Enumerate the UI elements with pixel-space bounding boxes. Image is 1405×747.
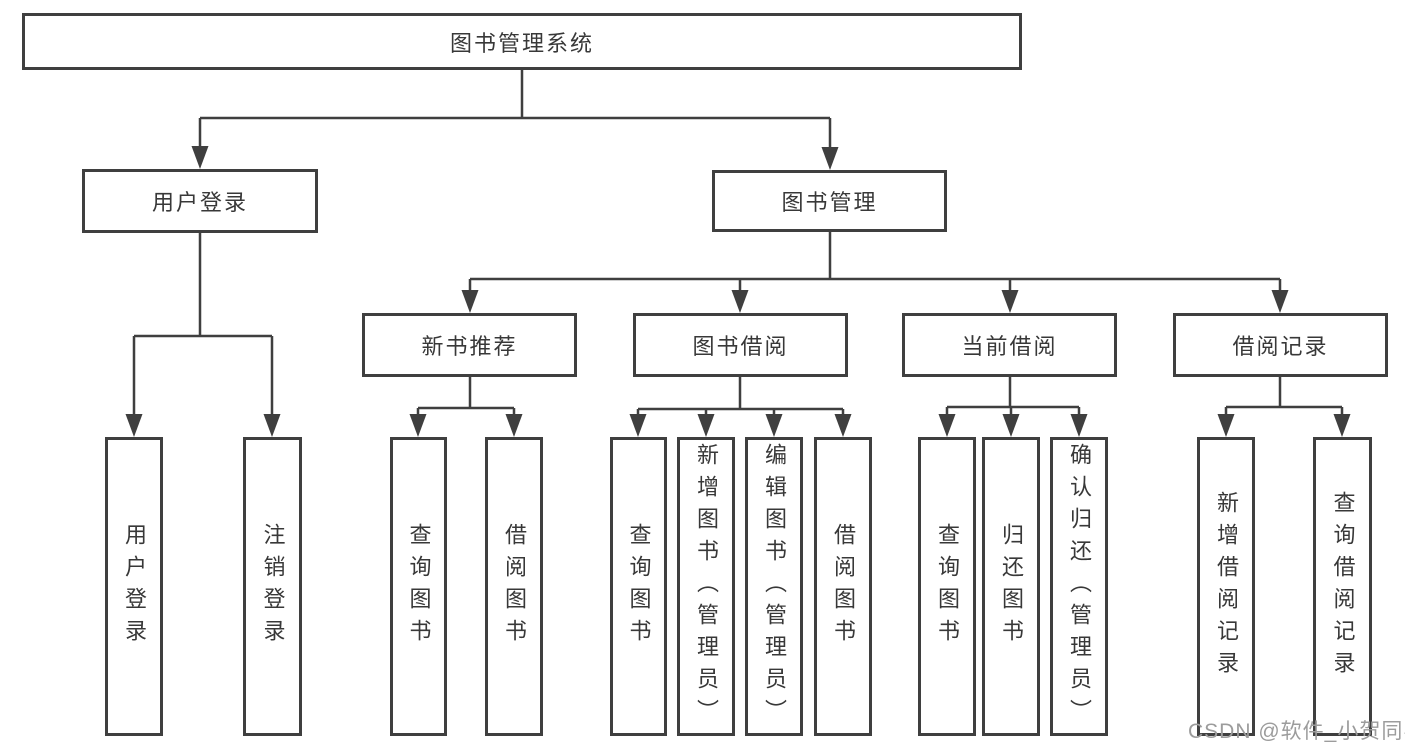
arrowheads [125,146,1351,437]
leaf-confirm-return-admin: 确认归还（管理员） [1050,437,1108,736]
leaf-label: 借阅图书 [831,522,856,651]
node-label: 图书管理 [781,190,878,215]
node-label: 用户登录 [151,190,248,215]
leaf-add-books-admin: 新增图书（管理员） [677,437,735,736]
leaf-label: 查询图书 [935,522,960,651]
leaf-query-books-borrow: 查询图书 [610,437,667,736]
leaf-label: 查询图书 [626,522,652,651]
leaf-label: 注销登录 [260,522,286,651]
node-label: 新书推荐 [421,334,518,359]
node-label: 图书管理系统 [449,30,594,56]
leaf-label: 归还图书 [999,522,1024,651]
node-book-borrowing: 图书借阅 [633,313,848,377]
leaf-label: 编辑图书（管理员） [762,442,787,731]
leaf-query-borrow-record: 查询借阅记录 [1313,437,1372,736]
leaf-return-books: 归还图书 [982,437,1040,736]
leaf-add-borrow-record: 新增借阅记录 [1197,437,1255,736]
leaf-query-books-current: 查询图书 [918,437,976,736]
leaf-edit-books-admin: 编辑图书（管理员） [745,437,803,736]
leaf-query-books-recommend: 查询图书 [390,437,447,736]
leaf-label: 查询图书 [406,522,432,651]
node-label: 图书借阅 [692,334,789,359]
node-label: 当前借阅 [961,334,1058,359]
leaf-label: 借阅图书 [502,522,527,651]
leaf-borrow-books: 借阅图书 [814,437,872,736]
leaf-label: 新增借阅记录 [1214,490,1239,683]
node-book-management: 图书管理 [712,170,947,232]
leaf-borrow-books-recommend: 借阅图书 [485,437,543,736]
leaf-label: 确认归还（管理员） [1067,442,1092,731]
node-borrowing-records: 借阅记录 [1173,313,1388,377]
csdn-watermark: CSDN @软件_小贺同学 [1188,720,1405,743]
node-label: 借阅记录 [1232,334,1329,359]
leaf-label: 新增图书（管理员） [694,442,719,731]
node-library-management-system: 图书管理系统 [22,13,1022,70]
leaf-user-login: 用户登录 [105,437,163,736]
leaf-label: 用户登录 [122,522,147,651]
node-new-book-recommendation: 新书推荐 [362,313,577,377]
leaf-label: 查询借阅记录 [1330,490,1356,683]
leaf-logout: 注销登录 [243,437,302,736]
node-current-borrowing: 当前借阅 [902,313,1117,377]
node-user-login: 用户登录 [82,169,318,233]
